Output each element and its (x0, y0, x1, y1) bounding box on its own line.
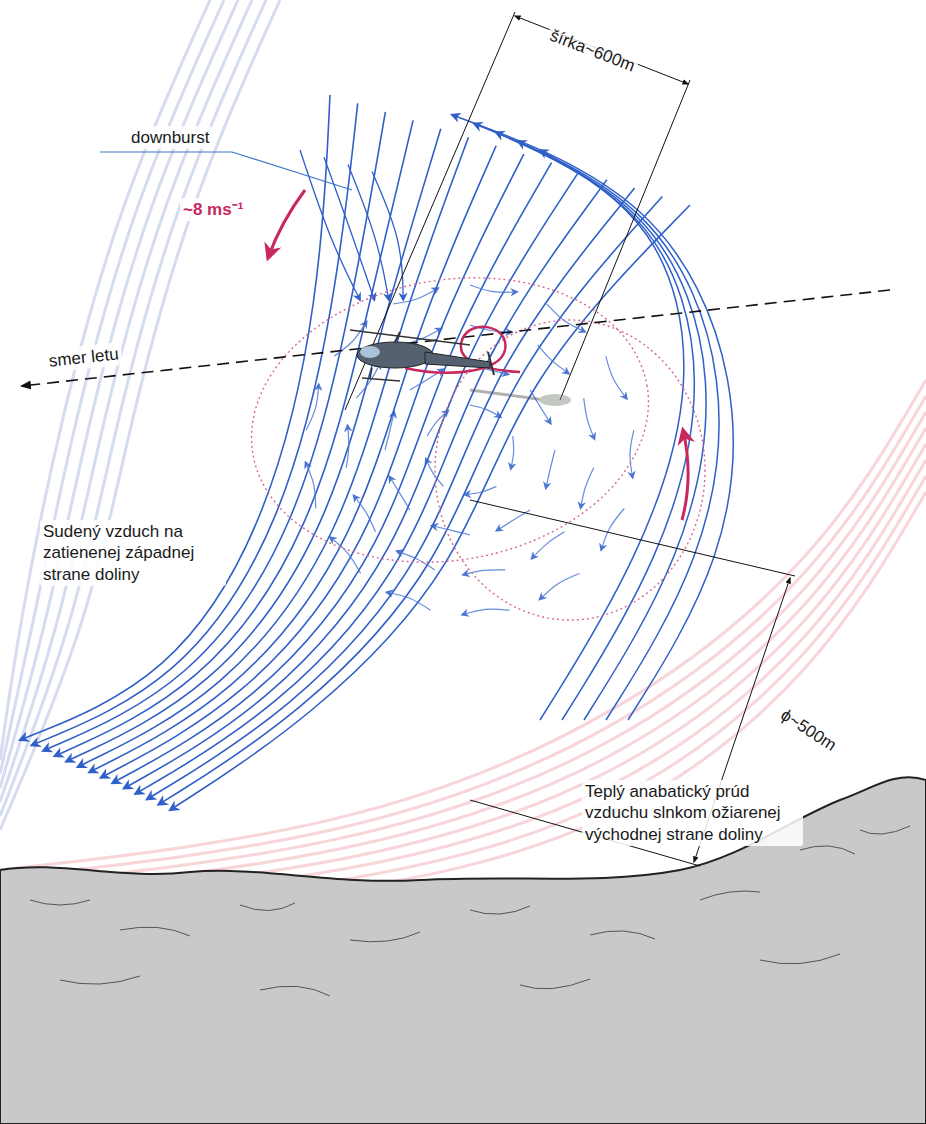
vortex-streamlines (305, 285, 633, 615)
dimension-lines (345, 12, 795, 866)
downburst-leader (100, 152, 352, 190)
influence-ellipses (229, 247, 705, 620)
flow-arrow-west (268, 190, 305, 258)
annotation-label: downburst (128, 126, 212, 149)
dimension-label: šírka~600m (544, 23, 641, 79)
flow-arrow-east (682, 430, 688, 520)
annotation-label: Teplý anabatický prúd vzduchu slnkom oži… (582, 780, 803, 846)
downburst-streamlines (20, 95, 733, 810)
valley-ground (0, 777, 926, 1124)
helicopter-ghost (470, 390, 571, 406)
flight-path (22, 290, 890, 386)
background-streams (0, 0, 926, 926)
wind-speed-label: ~8 ms⁻¹ (180, 198, 246, 221)
helicopter (350, 330, 494, 381)
annotation-label: Sudený vzduch na zatienenej západnej str… (40, 520, 226, 586)
dimension-label: ϕ~500m (774, 702, 844, 759)
annotation-label: smer letu (45, 342, 123, 373)
